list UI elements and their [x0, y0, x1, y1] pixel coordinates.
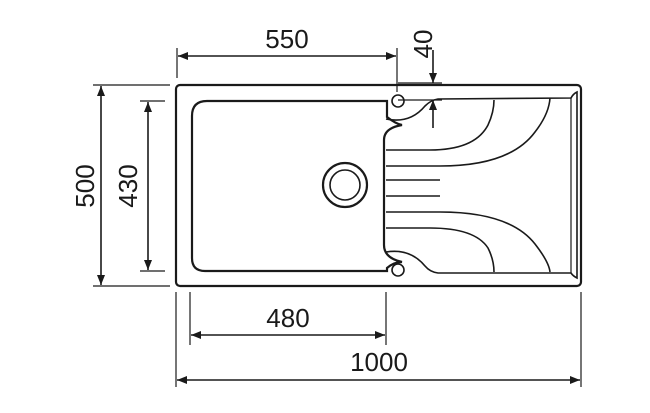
drainer-grooves	[386, 97, 551, 273]
sink-outline	[174, 83, 583, 288]
dim-overall-height: 500	[70, 84, 170, 287]
dim-tap-offset-label: 550	[265, 24, 308, 54]
dim-overall-width: 1000	[175, 292, 582, 387]
sink-bowl	[190, 99, 403, 273]
dim-bowl-height: 430	[113, 100, 165, 272]
dim-bowl-width-label: 480	[266, 303, 309, 333]
tap-hole-top-icon	[391, 94, 405, 108]
drain-icon	[321, 161, 369, 209]
drainer-edge	[385, 90, 578, 280]
dim-tap-margin: 40	[398, 30, 442, 128]
dim-bowl-width: 480	[189, 292, 387, 345]
dim-overall-height-label: 500	[70, 164, 100, 207]
dim-tap-margin-label: 40	[408, 30, 438, 59]
dim-tap-offset: 550	[176, 24, 398, 92]
dim-overall-width-label: 1000	[350, 347, 408, 377]
tap-hole-bottom-icon	[391, 263, 405, 277]
dim-bowl-height-label: 430	[113, 164, 143, 207]
